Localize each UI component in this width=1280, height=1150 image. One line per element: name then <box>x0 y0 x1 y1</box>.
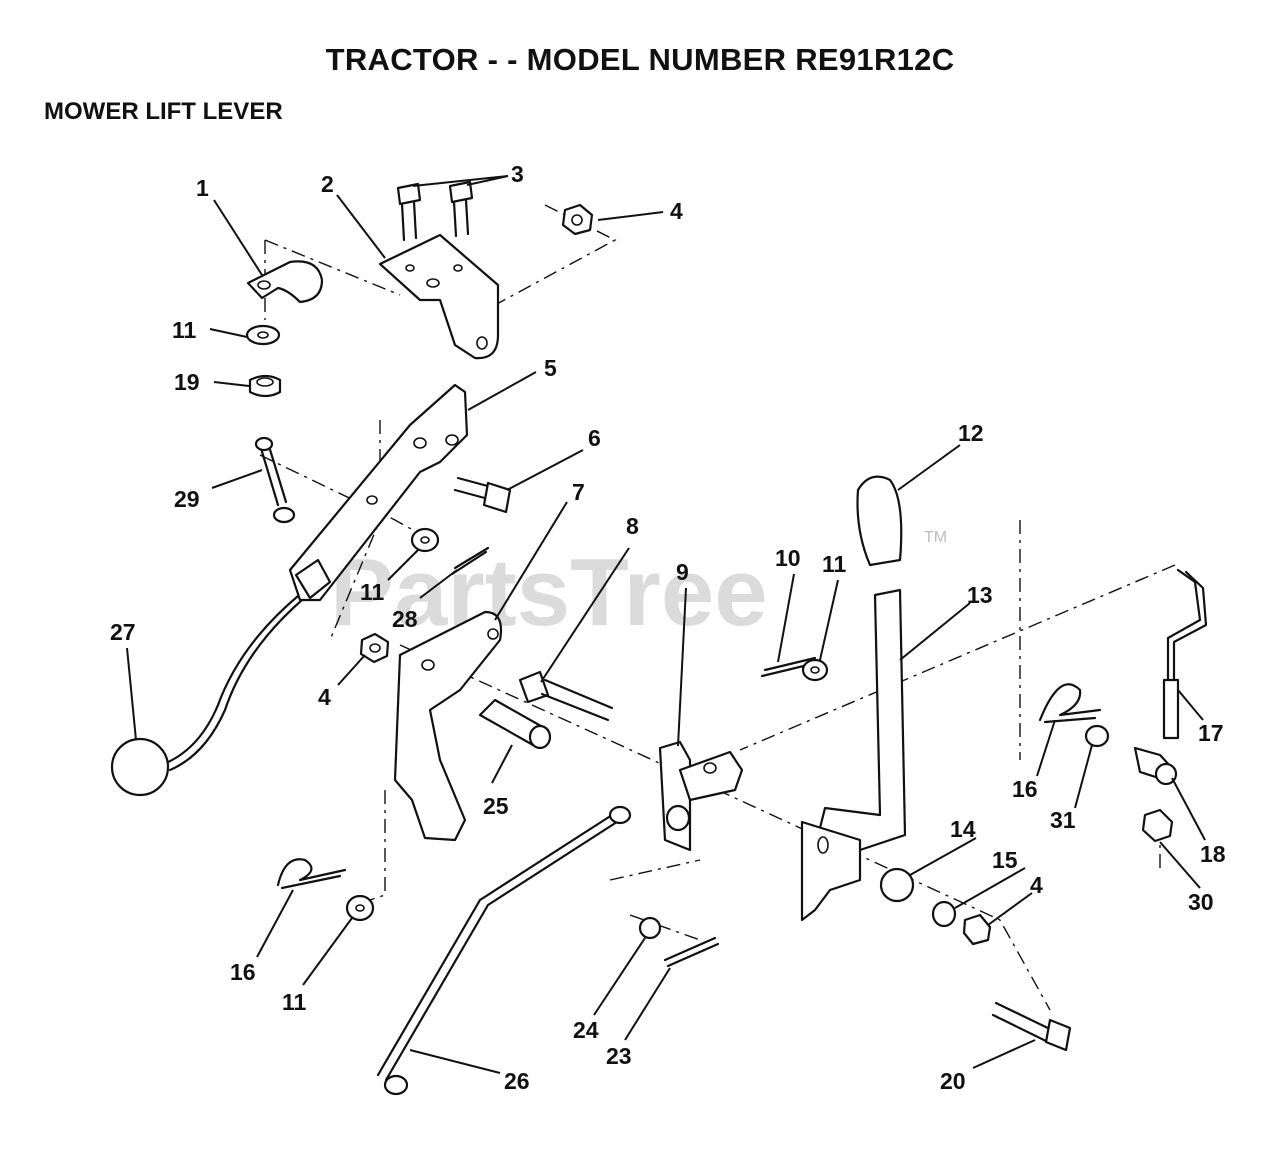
callout-13: 13 <box>967 582 993 608</box>
page-title: TRACTOR - - MODEL NUMBER RE91R12C <box>325 42 955 77</box>
callout-12: 12 <box>958 420 984 446</box>
callout-31: 31 <box>1050 807 1076 833</box>
part-27-knob-rod <box>110 594 304 797</box>
part-31-washer <box>1084 724 1110 748</box>
callout-14: 14 <box>950 816 976 842</box>
part-23-pin <box>663 936 720 968</box>
part-26-link-rod <box>376 805 632 1096</box>
part-16-hairpin-right <box>1038 683 1102 724</box>
part-11-washer-bottom <box>345 894 375 922</box>
callout-25: 25 <box>483 793 509 819</box>
part-3-bolts <box>396 180 474 242</box>
callout-27: 27 <box>110 619 136 645</box>
callout-3: 3 <box>511 161 524 187</box>
watermark-text: PartsTree <box>330 539 768 646</box>
callout-10: 10 <box>775 545 801 571</box>
part-4-nut-right <box>962 913 992 946</box>
callout-18: 18 <box>1200 841 1226 867</box>
part-29-link-rod <box>254 436 296 524</box>
callout-26: 26 <box>504 1068 530 1094</box>
callout-8: 8 <box>626 513 639 539</box>
callout-5: 5 <box>544 355 557 381</box>
part-11-washer-right <box>801 658 829 682</box>
callout-4-top: 4 <box>670 198 683 224</box>
part-18-swivel <box>1133 746 1178 786</box>
callout-labels: 1 2 3 4 11 19 5 6 29 7 8 9 10 11 12 13 1… <box>110 161 1226 1094</box>
callout-6: 6 <box>588 425 601 451</box>
callout-4-left: 4 <box>318 684 331 710</box>
part-9-pivot-bracket <box>658 740 744 852</box>
part-30-nut <box>1141 808 1174 843</box>
part-13-lever <box>800 588 907 922</box>
callout-24: 24 <box>573 1017 599 1043</box>
callout-11-mid: 11 <box>360 579 385 605</box>
part-12-handle-grip <box>856 475 903 567</box>
callout-1: 1 <box>196 175 209 201</box>
callout-20: 20 <box>940 1068 966 1094</box>
callout-29: 29 <box>174 486 200 512</box>
part-16-hairpin-left <box>276 858 347 890</box>
part-24-washer <box>638 916 662 940</box>
callout-23: 23 <box>606 1043 632 1069</box>
callout-11-right: 11 <box>822 551 847 577</box>
part-15-washer <box>931 900 957 928</box>
callout-7: 7 <box>572 479 585 505</box>
callout-2: 2 <box>321 171 334 197</box>
part-6-bolt <box>453 476 512 514</box>
callout-28: 28 <box>392 606 418 632</box>
callout-11-bottom: 11 <box>282 989 307 1015</box>
part-20-bolt <box>991 1001 1072 1052</box>
callout-11-top: 11 <box>172 317 197 343</box>
watermark-trademark: TM <box>924 529 947 546</box>
part-5-lift-arm <box>288 383 469 602</box>
part-8-bolt <box>518 670 614 722</box>
callout-15: 15 <box>992 847 1018 873</box>
part-17-adjust-rod <box>1162 568 1208 740</box>
callout-leaders <box>126 175 1206 1074</box>
callout-30: 30 <box>1188 889 1214 915</box>
part-4-nut-top <box>561 203 594 236</box>
callout-16-left: 16 <box>230 959 256 985</box>
callout-17: 17 <box>1198 720 1224 746</box>
part-4-nut-left <box>359 632 390 664</box>
part-19-spacer <box>248 374 282 398</box>
part-7-lever-plate <box>393 610 503 842</box>
callout-9: 9 <box>676 559 689 585</box>
part-25-bushing <box>478 698 552 750</box>
part-28-cotter-pin <box>450 546 490 576</box>
part-14-spacer <box>879 867 915 903</box>
part-11-washer-mid <box>410 527 440 553</box>
callout-16-right: 16 <box>1012 776 1038 802</box>
part-2-mounting-bracket <box>378 233 500 360</box>
callout-19: 19 <box>174 369 200 395</box>
part-11-washer-top <box>245 324 281 346</box>
section-subtitle: MOWER LIFT LEVER <box>44 98 283 125</box>
part-1-clip-bracket <box>246 260 324 304</box>
callout-4-right: 4 <box>1030 872 1043 898</box>
